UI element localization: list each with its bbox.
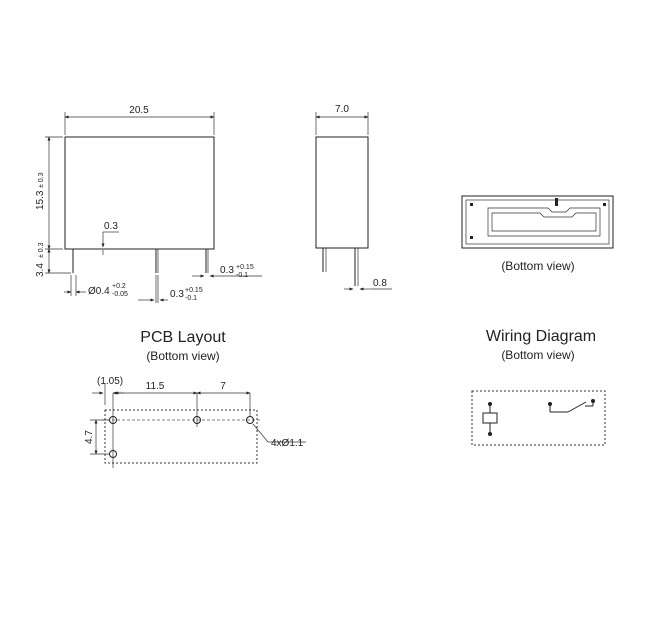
side-view: 7.0 0.8 [315, 104, 392, 291]
pin-diameter-tol-plus: +0.2 [112, 283, 126, 290]
pcb-layout-caption: (Bottom view) [146, 349, 219, 363]
right-pin-thickness-tol-minus: -0.1 [236, 272, 248, 279]
pcb-layout-title: PCB Layout [140, 329, 226, 346]
side-width-dim-label: 7.0 [335, 104, 349, 115]
wiring-diagram-title: Wiring Diagram [486, 328, 596, 345]
pcb-hole-dim: 4xØ1.1 [271, 438, 304, 449]
pcb-span1-dim: 11.5 [146, 381, 165, 392]
pin-length-dim-label: 3.4 [35, 263, 46, 277]
right-pin-thickness-tol-plus: +0.15 [236, 264, 254, 271]
pcb-hole-2 [193, 416, 201, 424]
middle-pin-thickness-label: 0.3 [170, 289, 184, 300]
width-dim-label: 20.5 [129, 105, 149, 116]
bottom-outline [461, 195, 614, 249]
wiring-outline [471, 390, 606, 446]
wiring-diagram: Wiring Diagram (Bottom view) [471, 328, 606, 446]
right-pin-thickness-label: 0.3 [220, 265, 234, 276]
pcb-offset-dim: (1.05) [97, 376, 123, 387]
front-view: 20.5 15.3 ± 0.3 3.4 ± 0.3 0.3 Ø0.4 +0.2 … [35, 105, 262, 303]
coil-symbol [482, 412, 498, 424]
pin-length-dim-tol: ± 0.3 [38, 242, 45, 258]
pcb-span2-dim: 7 [220, 381, 226, 392]
pcb-layout: PCB Layout (Bottom view) (1.05) 11.5 7 4… [84, 329, 306, 468]
relay-body-front [64, 136, 215, 250]
height-dim-label: 15.3 [35, 190, 46, 210]
bottom-cavity [487, 207, 601, 237]
middle-pin-thickness-tol-plus: +0.15 [185, 287, 203, 294]
relay-body-side [315, 136, 369, 249]
gap-dim-label: 0.3 [104, 221, 118, 232]
bottom-view: (Bottom view) [461, 195, 614, 273]
middle-pin-thickness-tol-minus: -0.1 [185, 295, 197, 302]
pcb-outline [104, 409, 258, 464]
pcb-row-dim: 4.7 [84, 430, 95, 444]
pcb-hole-3 [246, 416, 254, 424]
pin-diameter-tol-minus: -0.05 [112, 291, 128, 298]
bottom-view-caption: (Bottom view) [501, 259, 574, 273]
pin-diameter-label: Ø0.4 [88, 286, 110, 297]
height-dim-tol: ± 0.3 [38, 172, 45, 188]
side-pin-dim-label: 0.8 [373, 278, 387, 289]
wiring-diagram-caption: (Bottom view) [501, 348, 574, 362]
